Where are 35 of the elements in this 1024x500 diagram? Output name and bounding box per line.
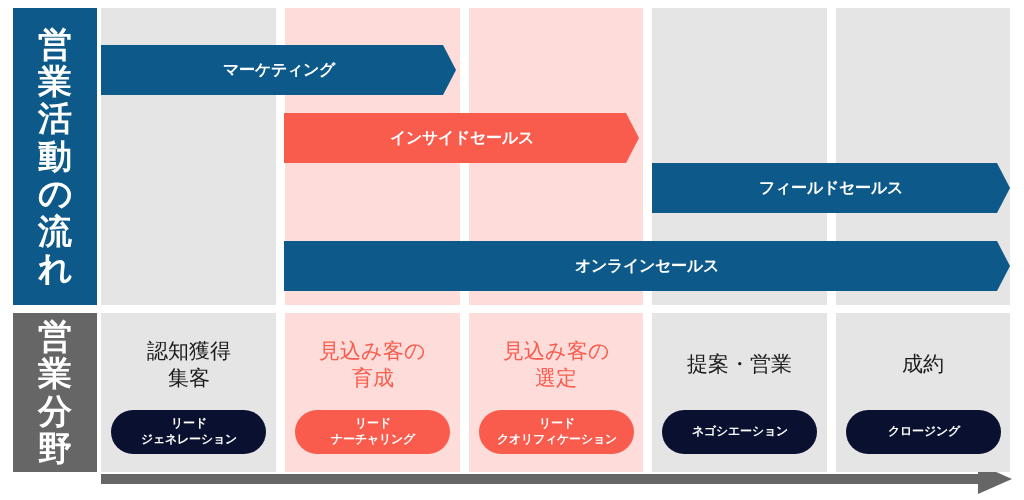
column-title: 認知獲得集客: [145, 337, 232, 392]
banner-label: インサイドセールス: [389, 127, 534, 149]
section-header: [13, 313, 97, 472]
pill-text: リード: [538, 416, 575, 432]
banner-label: オンラインセールス: [575, 255, 719, 277]
column-cell: [101, 313, 276, 472]
pill-text: ジェネレーション: [140, 432, 237, 448]
tag-pill: [111, 410, 266, 454]
tag-pill: [662, 410, 817, 454]
column-title: 見込み客の育成: [318, 337, 427, 392]
column-cell: [652, 313, 827, 472]
header-text: 営業分野: [38, 317, 72, 468]
tag-pill: [479, 410, 634, 454]
header-text: 営業活動の流れ: [38, 25, 72, 288]
pill-text: クロージング: [887, 424, 960, 440]
column-cell: [469, 313, 643, 472]
pill-text: ナーチャリング: [330, 432, 415, 448]
banner-label: マーケティング: [222, 59, 335, 81]
pill-text: ネゴシエーション: [691, 424, 788, 440]
pill-text: クオリフィケーション: [496, 432, 617, 448]
chevron-banner: [652, 163, 1010, 213]
chevron-banner: [284, 113, 639, 163]
chevron-banner: [284, 241, 1010, 291]
column-title: 成約: [901, 351, 945, 379]
tag-pill: [295, 410, 450, 454]
pill-text: リード: [170, 416, 207, 432]
banner-label: フィールドセールス: [759, 177, 903, 199]
column-cell: [836, 313, 1010, 472]
pill-text: リード: [354, 416, 391, 432]
column-cell: [285, 313, 460, 472]
column-title: 提案・営業: [686, 351, 793, 379]
chevron-banner: [101, 45, 456, 95]
column-title: 見込み客の選定: [501, 337, 611, 392]
section-header: [13, 8, 97, 305]
tag-pill: [846, 410, 1001, 454]
